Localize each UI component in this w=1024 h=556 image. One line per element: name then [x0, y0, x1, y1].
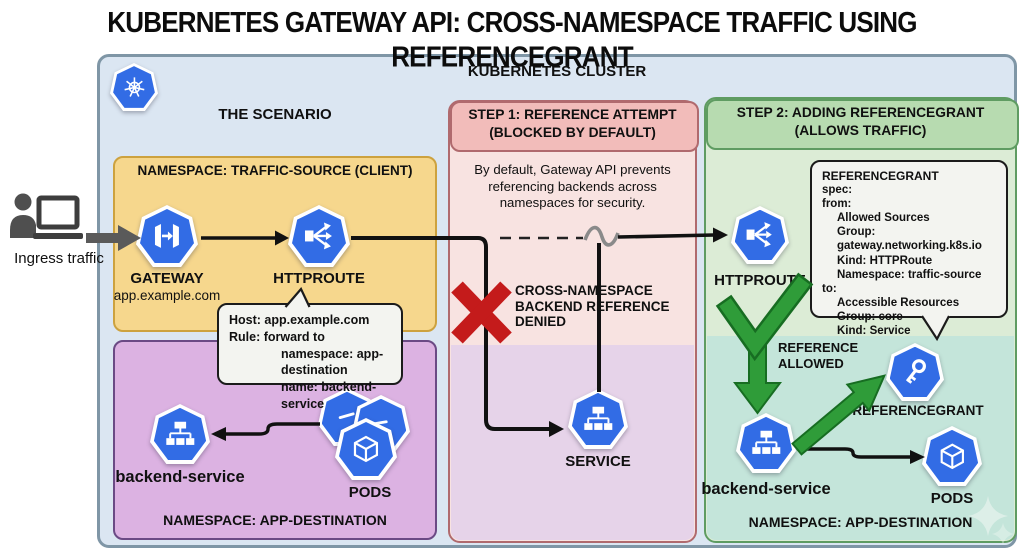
- httproute-glyph: [305, 222, 332, 250]
- gateway-label: GATEWAY: [130, 270, 204, 287]
- service-glyph: [583, 406, 612, 430]
- ingress-traffic-label: Ingress traffic: [14, 250, 104, 267]
- step1-header-text: STEP 1: REFERENCE ATTEMPT (BLOCKED BY DE…: [468, 107, 677, 140]
- callout-namespace: namespace: app-destination: [281, 346, 384, 378]
- callout-name: name: backend-service: [281, 380, 377, 411]
- denied-text: CROSS-NAMESPACE BACKEND REFERENCE DENIED: [515, 283, 670, 329]
- httproute-icon-step2: [731, 206, 789, 264]
- service-icon: [568, 389, 628, 449]
- pods-label-step2: PODS: [930, 490, 974, 507]
- reference-allowed-label: REFERENCE ALLOWED: [778, 340, 859, 371]
- backend-service-label: backend-service: [115, 468, 245, 486]
- backend-service-icon: [150, 404, 210, 464]
- httproute-label: HTTPROUTE: [273, 270, 365, 287]
- pods-icon-step2: [922, 426, 982, 486]
- cube-glyph: [940, 443, 964, 469]
- route-rule-callout: Host: app.example.com Rule: forward to n…: [217, 303, 403, 411]
- ingress-user-icon: [8, 192, 90, 252]
- pods-icon: [335, 418, 397, 480]
- pods-label: PODS: [348, 484, 392, 501]
- page-title: KUBERNETES GATEWAY API: CROSS-NAMESPACE …: [107, 5, 917, 74]
- key-glyph: [906, 359, 927, 385]
- namespace-app-destination-heading: NAMESPACE: APP-DESTINATION: [163, 512, 387, 528]
- scenario-heading: THE SCENARIO: [218, 106, 332, 123]
- service-glyph: [751, 430, 780, 454]
- service-label: SERVICE: [565, 453, 631, 470]
- step2-footer: NAMESPACE: APP-DESTINATION: [748, 514, 973, 530]
- backend-service-label-step2: backend-service: [701, 480, 831, 498]
- kubernetes-logo-icon: [110, 63, 158, 111]
- referencegrant-callout: REFERENCEGRANT spec: from: Allowed Sourc…: [810, 160, 1008, 337]
- gateway-glyph: [155, 224, 179, 248]
- helm-wheel-glyph: [124, 76, 144, 97]
- step2-header-text: STEP 2: ADDING REFERENCEGRANT (ALLOWS TR…: [736, 105, 985, 138]
- httproute-label-step2: HTTPROUTE: [714, 272, 806, 289]
- callout-rule: Rule: forward to: [229, 329, 325, 344]
- step1-body-text: By default, Gateway API prevents referen…: [474, 162, 671, 210]
- httproute-icon: [288, 205, 350, 267]
- gateway-icon: [136, 205, 198, 267]
- step1-header: [450, 101, 699, 152]
- cube-glyph: [353, 435, 379, 463]
- backend-service-icon-step2: [736, 413, 796, 473]
- httproute-glyph: [746, 222, 773, 248]
- callout-host: Host: app.example.com: [229, 313, 370, 327]
- referencegrant-key-icon: [886, 343, 944, 401]
- cluster-label: KUBERNETES CLUSTER: [467, 63, 647, 80]
- referencegrant-label: REFERENCEGRANT: [852, 403, 984, 418]
- service-glyph: [165, 421, 194, 445]
- gateway-hostname: app.example.com: [113, 288, 221, 303]
- namespace-traffic-source-heading: NAMESPACE: TRAFFIC-SOURCE (CLIENT): [137, 163, 413, 178]
- grant-title: REFERENCEGRANT: [822, 169, 939, 183]
- step2-header: [706, 99, 1019, 150]
